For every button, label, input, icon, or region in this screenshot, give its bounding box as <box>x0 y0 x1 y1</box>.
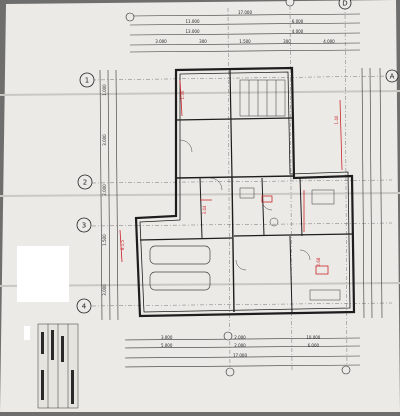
axis-bubble <box>125 12 135 22</box>
door-swings <box>179 139 311 271</box>
red-annotation-label: 3.44 <box>202 205 207 214</box>
axis-label-left-4: 4 <box>82 303 87 311</box>
axis-bubble: 1 <box>79 72 95 88</box>
bottom-dimension-lines <box>124 337 361 368</box>
top-dimension-label: 17.000 <box>238 10 252 15</box>
axis-bubble <box>285 0 295 7</box>
axis-bubble: A <box>385 69 399 83</box>
red-annotation-marks <box>119 79 343 275</box>
red-annotation-label: 8,1,5 <box>120 239 125 250</box>
bottom-dimension-label: 3.000 <box>161 335 173 340</box>
bottom-dimension-label: 2.000 <box>234 335 246 340</box>
fold-line <box>0 192 400 197</box>
axis-label-right-a: A <box>390 73 395 81</box>
left-dimension-label: 3.000 <box>102 284 107 296</box>
top-dimension-label: 4.000 <box>323 39 335 44</box>
redaction-block <box>17 246 69 302</box>
axis-label-top-d: D <box>342 0 347 8</box>
left-dimension-label: 2.000 <box>102 184 107 196</box>
side-dimension-lines <box>99 67 383 321</box>
axis-bubble: 3 <box>76 217 92 233</box>
bottom-dimension-label: 2.000 <box>234 343 246 348</box>
axis-label-left-1: 1 <box>85 77 89 85</box>
left-dimension-label: 3.000 <box>102 134 107 146</box>
axis-bubble <box>225 367 235 377</box>
axis-label-left-3: 3 <box>82 222 86 230</box>
bottom-dimension-label: 5.000 <box>161 343 173 348</box>
top-dimension-lines <box>129 13 361 53</box>
garage-car-outlines <box>149 245 211 291</box>
left-dimension-label: 1.000 <box>102 84 107 96</box>
top-dimension-label: 13.000 <box>186 29 200 34</box>
top-dimension-label: 11.000 <box>186 19 200 24</box>
red-annotation-label: 2.68 <box>316 257 321 266</box>
top-dimension-label: 300 <box>283 39 291 44</box>
axis-label-left-2: 2 <box>83 179 87 187</box>
bathroom-fixtures <box>239 187 341 301</box>
red-annotation-label: 1.30 <box>180 90 185 99</box>
bottom-dimension-label: 10.000 <box>306 335 320 340</box>
title-block-text <box>41 330 74 404</box>
fold-line <box>0 90 400 96</box>
stairs <box>239 79 286 117</box>
axis-bubble: 2 <box>77 174 93 190</box>
building-walls <box>134 66 356 318</box>
bottom-dimension-label: 6.000 <box>308 343 320 348</box>
axis-bubble <box>223 331 233 341</box>
axis-bubble <box>341 365 351 375</box>
top-dimension-label: 3.000 <box>155 39 167 44</box>
axis-bubble: 4 <box>76 298 92 314</box>
red-annotation-label: 1.40 <box>334 115 339 124</box>
top-dimension-label: 300 <box>199 39 207 44</box>
bottom-dimension-label: 17.000 <box>233 353 247 358</box>
top-dimension-label: 4.000 <box>292 29 304 34</box>
left-dimension-label: 1.500 <box>102 234 107 246</box>
top-dimension-label: 1.500 <box>239 39 251 44</box>
axis-bubble: D <box>338 0 352 10</box>
top-dimension-label: 6.000 <box>292 19 304 24</box>
